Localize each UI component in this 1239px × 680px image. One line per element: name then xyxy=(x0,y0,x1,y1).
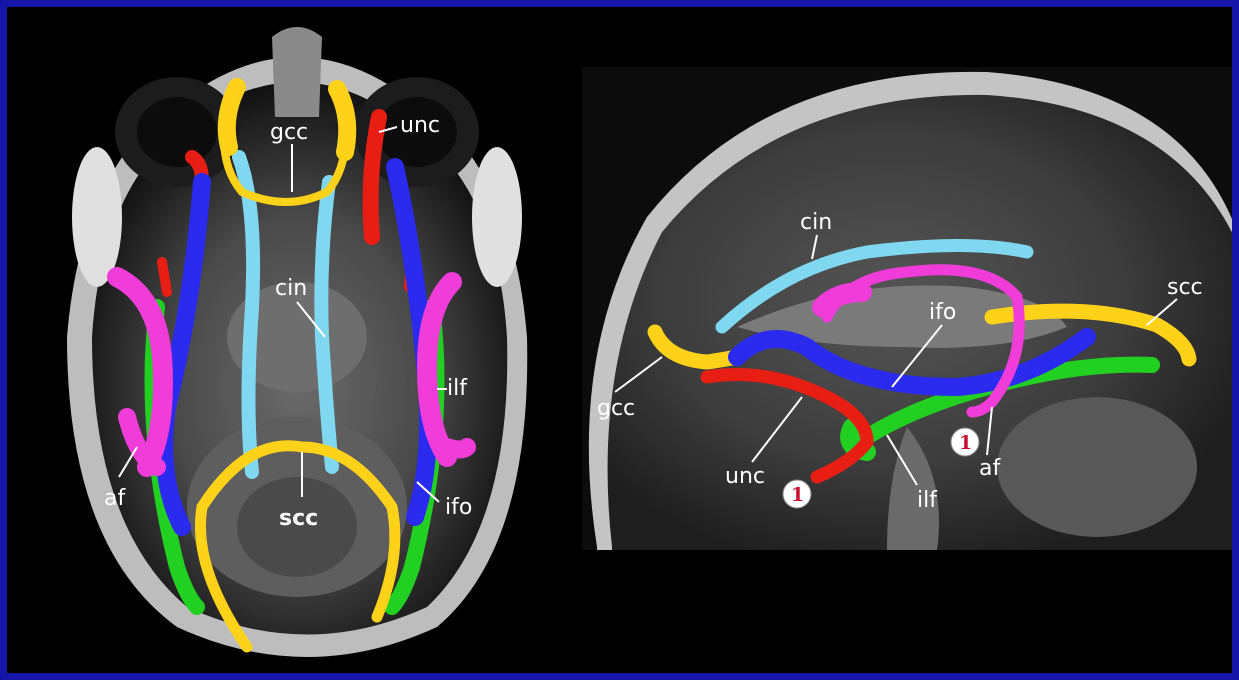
sag-label-unc: unc xyxy=(725,464,765,489)
label-unc: unc xyxy=(400,113,440,138)
sagittal-brain-image xyxy=(582,67,1239,680)
sag-label-gcc: gcc xyxy=(597,396,635,421)
sag-label-ifo: ifo xyxy=(929,300,956,325)
label-ifo: ifo xyxy=(445,495,472,520)
marker-badge-1-text: 1 xyxy=(959,432,972,454)
label-af: af xyxy=(104,486,126,511)
sag-label-af: af xyxy=(979,456,1001,481)
figure-canvas: gcc unc cin ilf af scc ifo xyxy=(7,7,1239,680)
sag-label-cin: cin xyxy=(800,210,832,235)
label-gcc: gcc xyxy=(270,120,308,145)
sag-label-ilf: ilf xyxy=(917,488,938,513)
label-ilf: ilf xyxy=(447,376,468,401)
sag-label-scc: scc xyxy=(1167,275,1203,300)
label-scc: scc xyxy=(279,506,318,531)
marker-badge-2-text: 1 xyxy=(791,484,804,506)
label-cin: cin xyxy=(275,276,307,301)
